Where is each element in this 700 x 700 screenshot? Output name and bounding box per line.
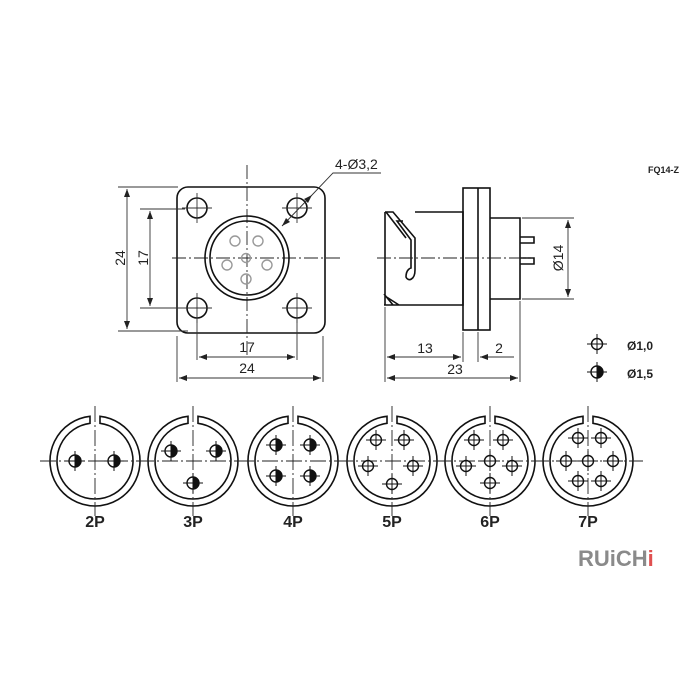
plain-pin-icon (493, 430, 513, 450)
plain-pin-icon (587, 334, 607, 354)
half-filled-pin-icon (266, 435, 286, 455)
plain-pin-icon (568, 428, 588, 448)
half-filled-pin-icon (300, 466, 320, 486)
side-flange (462, 187, 491, 331)
hole-callout: 4-Ø3,2 (335, 156, 378, 172)
legend-label-large: Ø1,5 (627, 367, 653, 381)
layout-label: 5P (382, 514, 402, 531)
plain-pin-icon (591, 428, 611, 448)
plain-pin-icon (366, 430, 386, 450)
layout-label: 2P (85, 514, 105, 531)
half-filled-pin-icon (587, 362, 607, 382)
pin-legend: Ø1,0 Ø1,5 (587, 334, 653, 382)
pin-layouts: 2P 3P 4P 5P 6P 7P (40, 406, 643, 531)
pin-layout-7p: 7P (533, 406, 643, 531)
plain-pin-icon (382, 474, 402, 494)
dim-total: 23 (447, 361, 463, 377)
shell-ring (247, 415, 339, 507)
half-filled-pin-icon (266, 466, 286, 486)
plain-pin-icon (578, 451, 598, 471)
shell-ring (542, 415, 634, 507)
half-filled-pin-icon (587, 362, 607, 382)
half-filled-pin-icon (161, 441, 181, 461)
dim-front: 13 (417, 340, 433, 356)
dim-inner-horizontal: 17 (239, 339, 255, 355)
half-filled-pin-icon (65, 451, 85, 471)
watermark-logo: RUiCHi (578, 546, 654, 571)
plain-pin-icon (502, 456, 522, 476)
plain-pin-icon (556, 451, 576, 471)
front-view: 24 17 17 24 4-Ø3,2 (112, 156, 381, 382)
mounting-holes (182, 193, 312, 323)
legend-label-small: Ø1,0 (627, 339, 653, 353)
side-view: Ø14 13 2 23 (377, 187, 574, 382)
pin-layout-6p: 6P (435, 406, 545, 531)
plain-pin-icon (456, 456, 476, 476)
plain-pin-icon (480, 451, 500, 471)
shell-ring (49, 415, 141, 507)
pin-layout-2p: 2P (40, 406, 150, 531)
plain-pin-icon (591, 471, 611, 491)
plain-pin-icon (464, 430, 484, 450)
plain-pin-icon (480, 473, 500, 493)
layout-label: 4P (283, 514, 303, 531)
shell-ring (147, 415, 239, 507)
plain-pin-icon (394, 430, 414, 450)
plain-pin-icon (358, 456, 378, 476)
pin-layout-4p: 4P (238, 406, 348, 531)
half-filled-pin-icon (206, 441, 226, 461)
receptacle-outer (204, 215, 290, 301)
pin-layout-5p: 5P (337, 406, 447, 531)
shell-ring (346, 415, 438, 507)
plain-pin-icon (403, 456, 423, 476)
dim-outer-vertical: 24 (112, 250, 128, 266)
half-filled-pin-icon (104, 451, 124, 471)
plain-pin-icon (603, 451, 623, 471)
model-code: FQ14-Z (648, 165, 680, 175)
half-filled-pin-icon (183, 473, 203, 493)
layout-label: 7P (578, 514, 598, 531)
plain-pin-icon (587, 334, 607, 354)
dim-flange: 2 (495, 340, 503, 356)
flange-outline (176, 186, 326, 334)
layout-label: 6P (480, 514, 500, 531)
receptacle-pins (221, 235, 273, 285)
plain-pin-icon (568, 471, 588, 491)
dim-diameter: Ø14 (550, 245, 566, 272)
dim-inner-vertical: 17 (135, 250, 151, 266)
pin-layout-3p: 3P (138, 406, 248, 531)
receptacle-inner (209, 220, 285, 296)
half-filled-pin-icon (300, 435, 320, 455)
dim-outer-horizontal: 24 (239, 360, 255, 376)
layout-label: 3P (183, 514, 203, 531)
shell-ring (444, 415, 536, 507)
